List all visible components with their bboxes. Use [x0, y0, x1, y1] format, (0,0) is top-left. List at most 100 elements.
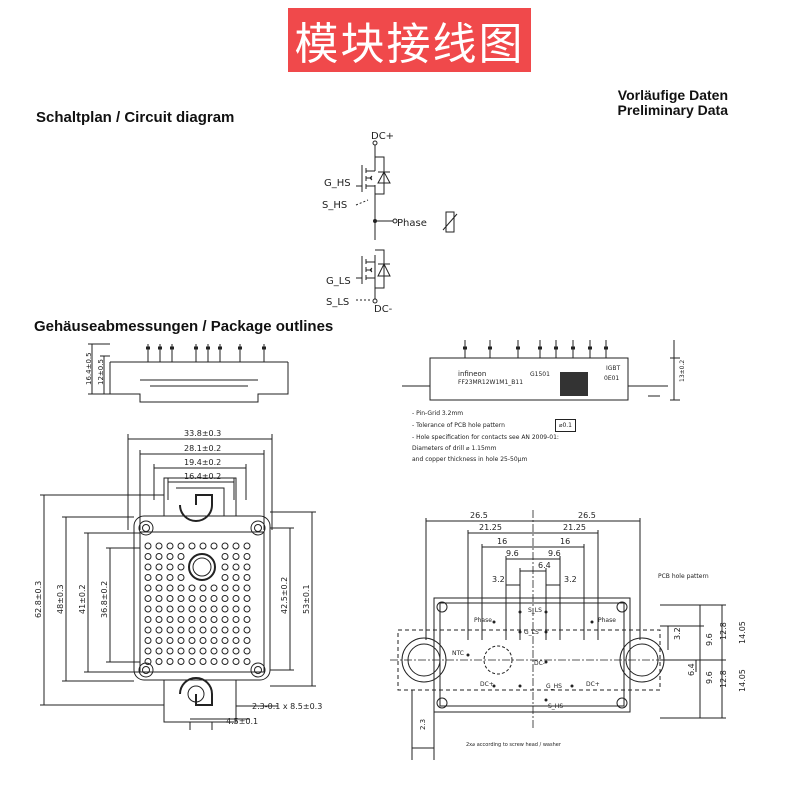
pin-hole [155, 553, 163, 560]
note-pin-grid: - Pin-Grid 3.2mm [412, 410, 464, 417]
pin-hole [232, 563, 240, 571]
pin-hole [199, 595, 207, 602]
pin-hole [243, 658, 251, 665]
front-view: infineon G1501 FF23MR12W1M1_B11 IGBT 0E0… [402, 340, 686, 401]
dim-h5: 42.5±0.2 [280, 577, 289, 614]
pcb-r96a: 9.6 [705, 633, 714, 646]
package-heading: Gehäuseabmessungen / Package outlines [34, 318, 334, 335]
pin-hole [166, 605, 174, 613]
pin-hole [144, 605, 152, 613]
note-copper: and copper thickness in hole 25-50µm [412, 456, 528, 463]
dim-w3: 19.4±0.2 [184, 458, 221, 467]
pin-hole [232, 647, 240, 655]
pin-hole [221, 605, 229, 613]
pin-hole [155, 563, 163, 571]
note-tolerance: - Tolerance of PCB hole pattern ⌀0.1 [412, 419, 576, 432]
pin-hole [221, 616, 229, 623]
pin-hole [144, 553, 152, 560]
pin-hole [166, 616, 174, 623]
tolerance-box: ⌀0.1 [554, 419, 576, 432]
pin-hole [188, 595, 196, 602]
pin-hole [144, 584, 152, 592]
pcb-d2125a: 21.25 [479, 523, 502, 532]
dim-b1: 2.3-0.1 x 8.5±0.3 [252, 702, 322, 711]
front-code-1: G1501 [530, 371, 550, 378]
pin-hole [199, 658, 207, 665]
pin-hole [177, 637, 185, 644]
pin-hole [232, 658, 240, 665]
pin-hole [144, 574, 152, 581]
pin-hole [177, 626, 185, 634]
pin-hole [210, 626, 218, 634]
pin-hole [166, 595, 174, 602]
pin-hole [210, 595, 218, 602]
pin-hole [144, 647, 152, 655]
label-phase: Phase [397, 218, 427, 229]
pcb-d265a: 26.5 [470, 511, 488, 520]
terminal-dc-minus [372, 298, 378, 304]
pin-hole [243, 637, 251, 644]
pin-hole [144, 658, 152, 665]
pcb-d96b: 9.6 [548, 549, 561, 558]
side-view: 16.4±0.5 12±0.5 [85, 343, 289, 403]
pin-hole [221, 553, 229, 560]
pin-hole [166, 658, 174, 665]
pin-hole [221, 574, 229, 581]
pin-hole [177, 563, 185, 571]
pin-hole [155, 584, 163, 592]
pin-hole [221, 647, 229, 655]
dim-w2: 28.1±0.2 [184, 444, 221, 453]
pin-hole [177, 605, 185, 613]
pcb-r32: 3.2 [673, 627, 682, 640]
pin-hole [232, 616, 240, 623]
pin-hole [221, 563, 229, 571]
pin-hole [188, 605, 196, 613]
pcb-s-ls: S_LS [528, 607, 542, 614]
pin-hole [177, 574, 185, 581]
pin-hole [155, 574, 163, 581]
pcb-d64: 6.4 [538, 561, 551, 570]
pin-hole [166, 584, 174, 592]
pin-hole [188, 637, 196, 644]
label-s-ls: S_LS [326, 297, 349, 308]
pin-hole [166, 637, 174, 644]
pin-hole [210, 647, 218, 655]
label-s-hs: S_HS [322, 200, 347, 211]
pin-hole [177, 616, 185, 623]
pcb-d16b: 16 [560, 537, 570, 546]
pin-hole [199, 637, 207, 644]
pcb-title: PCB hole pattern [658, 573, 709, 580]
dim-w1: 33.8±0.3 [184, 429, 221, 438]
pin-hole [210, 658, 218, 665]
pin-hole [188, 542, 196, 550]
pin-hole [155, 637, 163, 644]
pin-hole [144, 637, 152, 644]
pin-hole [188, 658, 196, 665]
pin-hole [243, 574, 251, 581]
dim-h1: 62.8±0.3 [34, 581, 43, 618]
pin-hole [177, 647, 185, 655]
pin-hole [199, 647, 207, 655]
pin-hole [232, 553, 240, 560]
pcb-d2125b: 21.25 [563, 523, 586, 532]
pin-hole [232, 626, 240, 634]
label-g-hs: G_HS [324, 178, 351, 189]
pcb-l23: 2.3 [419, 719, 427, 730]
dim-h2: 48±0.3 [56, 584, 65, 614]
pin-hole [144, 616, 152, 623]
pin-hole [166, 553, 174, 560]
pin-hole [199, 542, 207, 550]
front-code-2: 0E01 [604, 375, 619, 382]
dim-b2: 4.5±0.1 [226, 717, 258, 726]
pin-hole [199, 616, 207, 623]
note-tolerance-text: - Tolerance of PCB hole pattern [412, 422, 505, 429]
pin-hole [210, 605, 218, 613]
pin-hole [144, 626, 152, 634]
pin-hole [221, 595, 229, 602]
pcb-r1405b: 14.05 [738, 669, 747, 692]
pin-hole [243, 595, 251, 602]
front-part-number: FF23MR12W1M1_B11 [458, 379, 523, 386]
pin-hole [155, 595, 163, 602]
pin-hole [221, 584, 229, 592]
